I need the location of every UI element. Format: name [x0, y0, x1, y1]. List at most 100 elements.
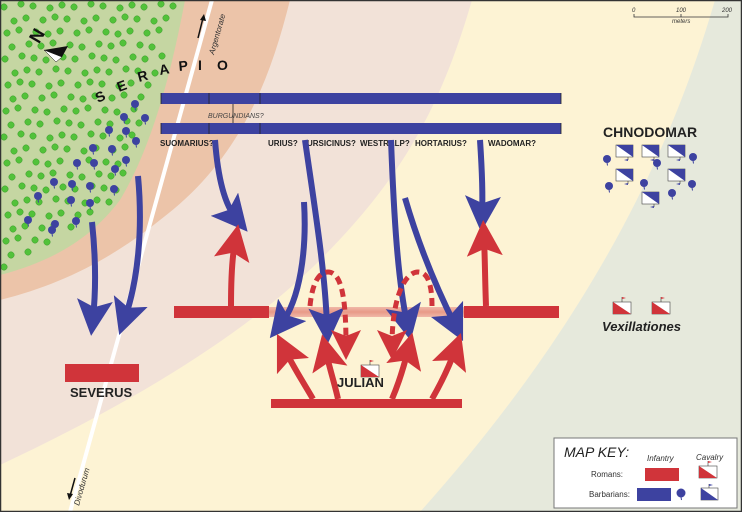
tree-icon [155, 26, 163, 34]
tree-icon [133, 15, 141, 23]
tree-icon [53, 117, 61, 125]
tree-icon [56, 27, 64, 35]
tree-icon [30, 184, 38, 192]
scale-tick-0: 0 [632, 8, 636, 14]
tree-icon [94, 118, 102, 126]
tree-icon [37, 172, 45, 180]
forest-label-letter: I [198, 57, 202, 73]
legend-barbarian-cavalry-icon [700, 484, 719, 501]
tree-icon [78, 43, 86, 51]
barbarian-forest-units [24, 100, 149, 237]
tree-icon [135, 119, 143, 127]
tree-icon [80, 147, 88, 155]
tree-icon [44, 160, 52, 168]
barbarian-infantry-pin-icon [141, 114, 149, 125]
barbarian-infantry-pin-icon [132, 137, 140, 148]
tree-icon [51, 143, 59, 151]
tree-icon [9, 225, 17, 233]
tree-icon [88, 52, 96, 60]
barbarian-infantry-pin-icon [110, 185, 118, 196]
tree-icon [21, 92, 29, 100]
tree-icon [148, 43, 156, 51]
tree-icon [30, 54, 38, 62]
tree-icon [86, 208, 94, 216]
tree-icon [32, 158, 40, 166]
barbarian-cavalry-icon [667, 144, 686, 161]
tree-icon [108, 94, 116, 102]
tree-icon [45, 212, 53, 220]
tree-icon [99, 2, 107, 10]
barbarian-infantry-pin-icon [48, 226, 56, 237]
tree-icon [22, 14, 30, 22]
roman-advance-arrow [213, 224, 250, 307]
tree-icon [120, 91, 128, 99]
forest-label-letter: R [136, 67, 150, 85]
tree-icon [37, 42, 45, 50]
tree-icon [28, 80, 36, 88]
tree-icon [44, 30, 52, 38]
arrow-head [67, 493, 73, 500]
tree-icon [31, 236, 39, 244]
tree-icon [157, 0, 165, 8]
tree-icon [11, 199, 19, 207]
tree-icon [8, 173, 16, 181]
roman-reserve-arrow [312, 334, 348, 400]
tree-icon [58, 131, 66, 139]
tree-icon [92, 14, 100, 22]
barbarian-infantry-pin-icon [90, 159, 98, 170]
legend-barbarian-infantry-icon [637, 488, 671, 501]
barbarian-infantry-pin-icon [689, 153, 697, 164]
tree-icon [39, 16, 47, 24]
tree-icon [57, 209, 65, 217]
barbarian-infantry-pin-icon [122, 127, 130, 138]
tree-icon [87, 0, 95, 8]
severus-label: SEVERUS [70, 385, 132, 400]
tree-icon [42, 186, 50, 194]
tree-icon [66, 41, 74, 49]
barbarian-cavalry-icon [641, 144, 660, 161]
tree-icon [31, 106, 39, 114]
legend-roman-cavalry-icon [698, 461, 718, 479]
tree-icon [39, 146, 47, 154]
tree-icon [121, 13, 129, 21]
tree-icon [80, 17, 88, 25]
barbarian-infantry-pin-icon [668, 189, 676, 200]
legend-row-romans: Romans: [591, 470, 623, 479]
barbarian-infantry-pin-icon [67, 196, 75, 207]
tree-icon [15, 26, 23, 34]
tree-icon [105, 68, 113, 76]
tree-icon [107, 42, 115, 50]
legend-row-barbarians: Barbarians: [589, 490, 630, 499]
tree-icon [2, 237, 10, 245]
tree-icon [3, 29, 11, 37]
tree-icon [14, 234, 22, 242]
tree-icon [49, 39, 57, 47]
tree-icon [24, 118, 32, 126]
tree-icon [126, 27, 134, 35]
tree-icon [98, 80, 106, 88]
barbarian-infantry-pin-icon [34, 192, 42, 203]
barbarian-infantry-pin-icon [86, 182, 94, 193]
barbarian-infantry-pin-icon [111, 165, 119, 176]
tree-icon [87, 130, 95, 138]
tree-icon [18, 182, 26, 190]
tree-icon [70, 3, 78, 11]
severus-unit [65, 364, 139, 382]
tree-icon [77, 121, 85, 129]
barbarian-advance-arrow [402, 197, 464, 342]
arrow-head [200, 14, 206, 21]
barbarian-line-rear [161, 93, 561, 104]
barbarian-cavalry-icon [615, 168, 634, 185]
legend-roman-infantry-icon [645, 468, 679, 481]
tree-icon [36, 120, 44, 128]
tree-icon [114, 30, 122, 38]
tree-icon [64, 67, 72, 75]
barbarian-infantry-pin-icon [122, 156, 130, 167]
tree-icon [0, 3, 8, 11]
barbarian-infantry-pin-icon [108, 145, 116, 156]
barbarian-infantry-pin-icon [24, 216, 32, 227]
tree-icon [95, 170, 103, 178]
chnodomar-label: CHNODOMAR [603, 124, 697, 140]
tree-icon [107, 172, 115, 180]
barbarian-infantry-pin-icon [72, 217, 80, 228]
